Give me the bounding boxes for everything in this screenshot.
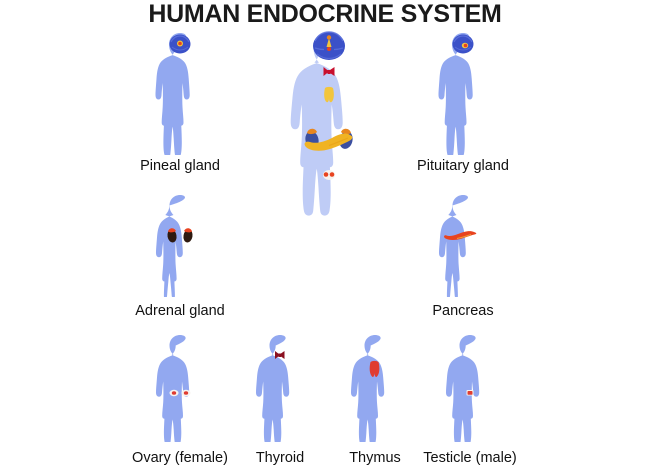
body-silhouette-pancreas	[439, 195, 468, 297]
thymus-organ-detail	[369, 360, 380, 377]
figure-ovary-female[interactable]	[143, 332, 217, 442]
figure-pituitary-gland[interactable]	[426, 30, 500, 155]
label-pancreas: Pancreas	[432, 303, 494, 319]
central-pancreas	[304, 133, 353, 151]
body-silhouette-pineal	[155, 33, 190, 155]
figure-thyroid[interactable]	[243, 332, 317, 442]
label-thyroid: Thyroid	[255, 450, 305, 466]
pineal-head-detail	[169, 34, 191, 54]
body-silhouette-thymus	[351, 335, 385, 442]
central-gonads	[323, 170, 335, 180]
label-pituitary-gland: Pituitary gland	[417, 158, 509, 174]
label-pineal-gland: Pineal gland	[140, 158, 220, 174]
figure-central-body[interactable]	[276, 28, 382, 300]
page-title: HUMAN ENDOCRINE SYSTEM	[148, 0, 502, 28]
figure-testicle-male[interactable]	[433, 332, 507, 442]
body-silhouette-ovary	[156, 335, 190, 442]
central-brain	[313, 31, 345, 60]
adrenal-organ-detail	[167, 228, 193, 243]
figure-thymus[interactable]	[338, 332, 412, 442]
pituitary-head-detail	[452, 34, 474, 54]
label-testicle-male: Testicle (male)	[423, 450, 517, 466]
label-thymus: Thymus	[349, 450, 401, 466]
figure-adrenal-gland[interactable]	[143, 192, 217, 297]
body-silhouette-thyroid	[256, 335, 290, 442]
central-pineal-pituitary	[326, 35, 332, 51]
body-silhouette-adrenal	[156, 195, 185, 297]
central-thyroid	[323, 67, 335, 76]
label-adrenal-gland: Adrenal gland	[135, 303, 225, 319]
body-silhouette-pituitary	[438, 33, 473, 155]
ovary-organ-detail	[169, 389, 191, 397]
central-body-silhouette	[290, 32, 343, 216]
label-ovary-female: Ovary (female)	[132, 450, 228, 466]
figure-pineal-gland[interactable]	[143, 30, 217, 155]
pancreas-organ-detail	[444, 231, 477, 240]
figure-pancreas[interactable]	[426, 192, 500, 297]
body-silhouette-testicle	[446, 335, 480, 442]
thyroid-organ-detail	[275, 351, 285, 359]
central-thymus	[324, 86, 334, 103]
testicle-organ-detail	[466, 390, 474, 396]
